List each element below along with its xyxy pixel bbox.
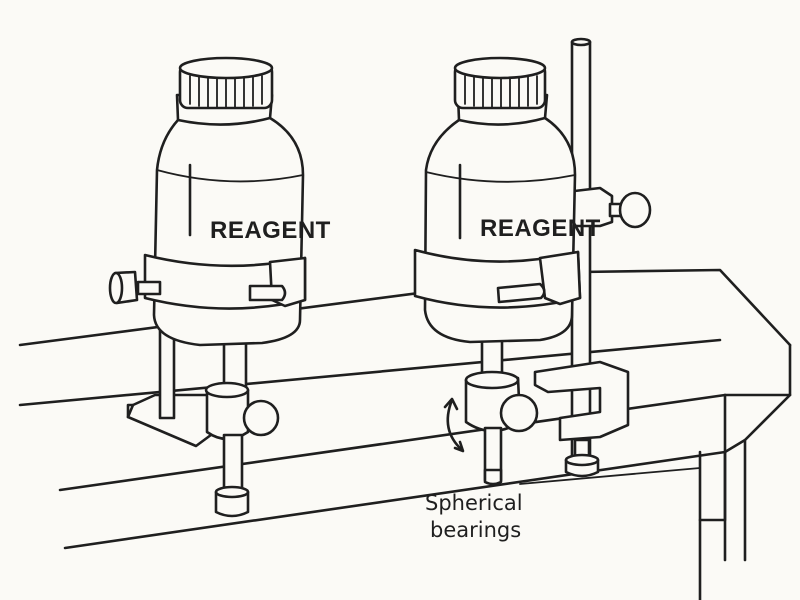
left-bearing-knob: [242, 399, 280, 437]
lab-bench: [18, 268, 792, 600]
rotation-arrow: [446, 398, 464, 452]
callout-leader: [519, 467, 701, 485]
callout-line-2: bearings: [430, 518, 521, 542]
spherical-bearings-callout: Spherical bearings: [425, 491, 523, 542]
right-bottle-label: REAGENT: [480, 215, 601, 242]
right-clamp-assembly: REAGENT: [413, 37, 701, 486]
left-bottle-label: REAGENT: [210, 217, 331, 244]
rod-boss-knob: [618, 191, 652, 229]
callout-line-1: Spherical: [425, 491, 523, 515]
right-bearing-knob: [499, 393, 539, 433]
left-shaft-foot: [214, 490, 250, 518]
right-band-screw: [496, 282, 546, 304]
left-band-screw: [248, 284, 287, 302]
left-clamp-assembly: REAGENT: [108, 56, 331, 518]
bench-c-clamp: [533, 360, 630, 442]
